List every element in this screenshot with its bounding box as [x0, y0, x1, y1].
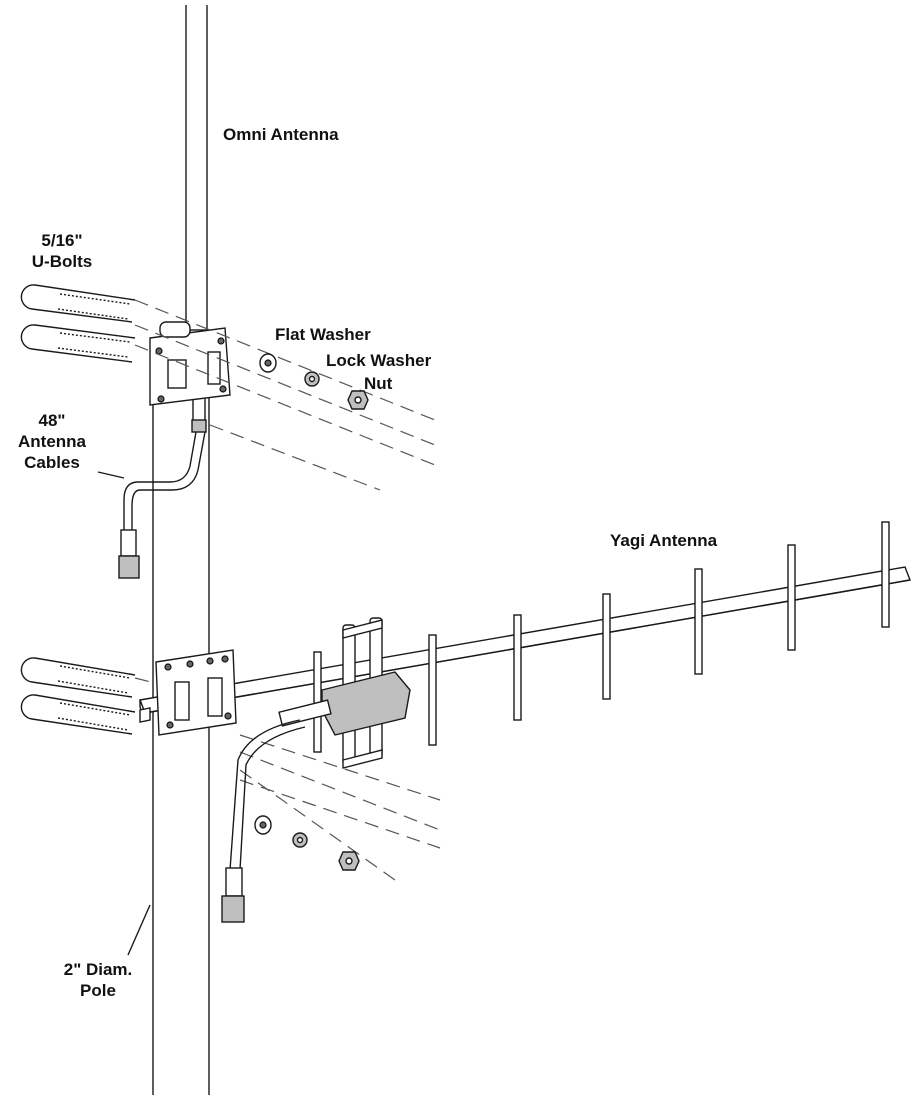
- leader-lines: [97, 471, 151, 956]
- pole-label: Pole: [80, 981, 116, 1000]
- upper-alignment-lines: [134, 299, 436, 491]
- antenna-cables-label-2: Cables: [24, 453, 80, 472]
- yagi-boom: [139, 566, 911, 723]
- yagi-mount-plate: [155, 649, 237, 736]
- u-bolts-label: U-Bolts: [32, 252, 92, 271]
- omni-antenna-cable: [118, 431, 206, 579]
- flat-washer-lower: [254, 815, 272, 835]
- lock-washer-lower: [292, 832, 308, 848]
- yagi-antenna-cable: [221, 719, 306, 923]
- omni-antenna-label: Omni Antenna: [223, 125, 339, 144]
- yagi-antenna-label: Yagi Antenna: [610, 531, 718, 550]
- omni-mount-plate: [149, 321, 231, 406]
- u-bolt-upper-2: [20, 324, 136, 363]
- lower-alignment-lines: [134, 677, 441, 881]
- cable-length-label: 48": [39, 411, 66, 430]
- antenna-cables-label-1: Antenna: [18, 432, 87, 451]
- pole-diameter-label: 2" Diam.: [64, 960, 133, 979]
- flat-washer-upper: [259, 353, 277, 373]
- nut-label: Nut: [364, 374, 393, 393]
- yagi-feed-housing: [278, 671, 411, 736]
- lock-washer-label: Lock Washer: [326, 351, 432, 370]
- yagi-elements: [313, 521, 890, 753]
- nut-upper: [347, 390, 369, 410]
- u-bolts-size-label: 5/16": [41, 231, 82, 250]
- u-bolt-lower-1: [20, 657, 136, 698]
- u-bolt-upper-1: [20, 284, 136, 323]
- u-bolt-lower-2: [20, 694, 136, 735]
- nut-lower: [338, 851, 360, 871]
- flat-washer-label: Flat Washer: [275, 325, 371, 344]
- lock-washer-upper: [304, 371, 320, 387]
